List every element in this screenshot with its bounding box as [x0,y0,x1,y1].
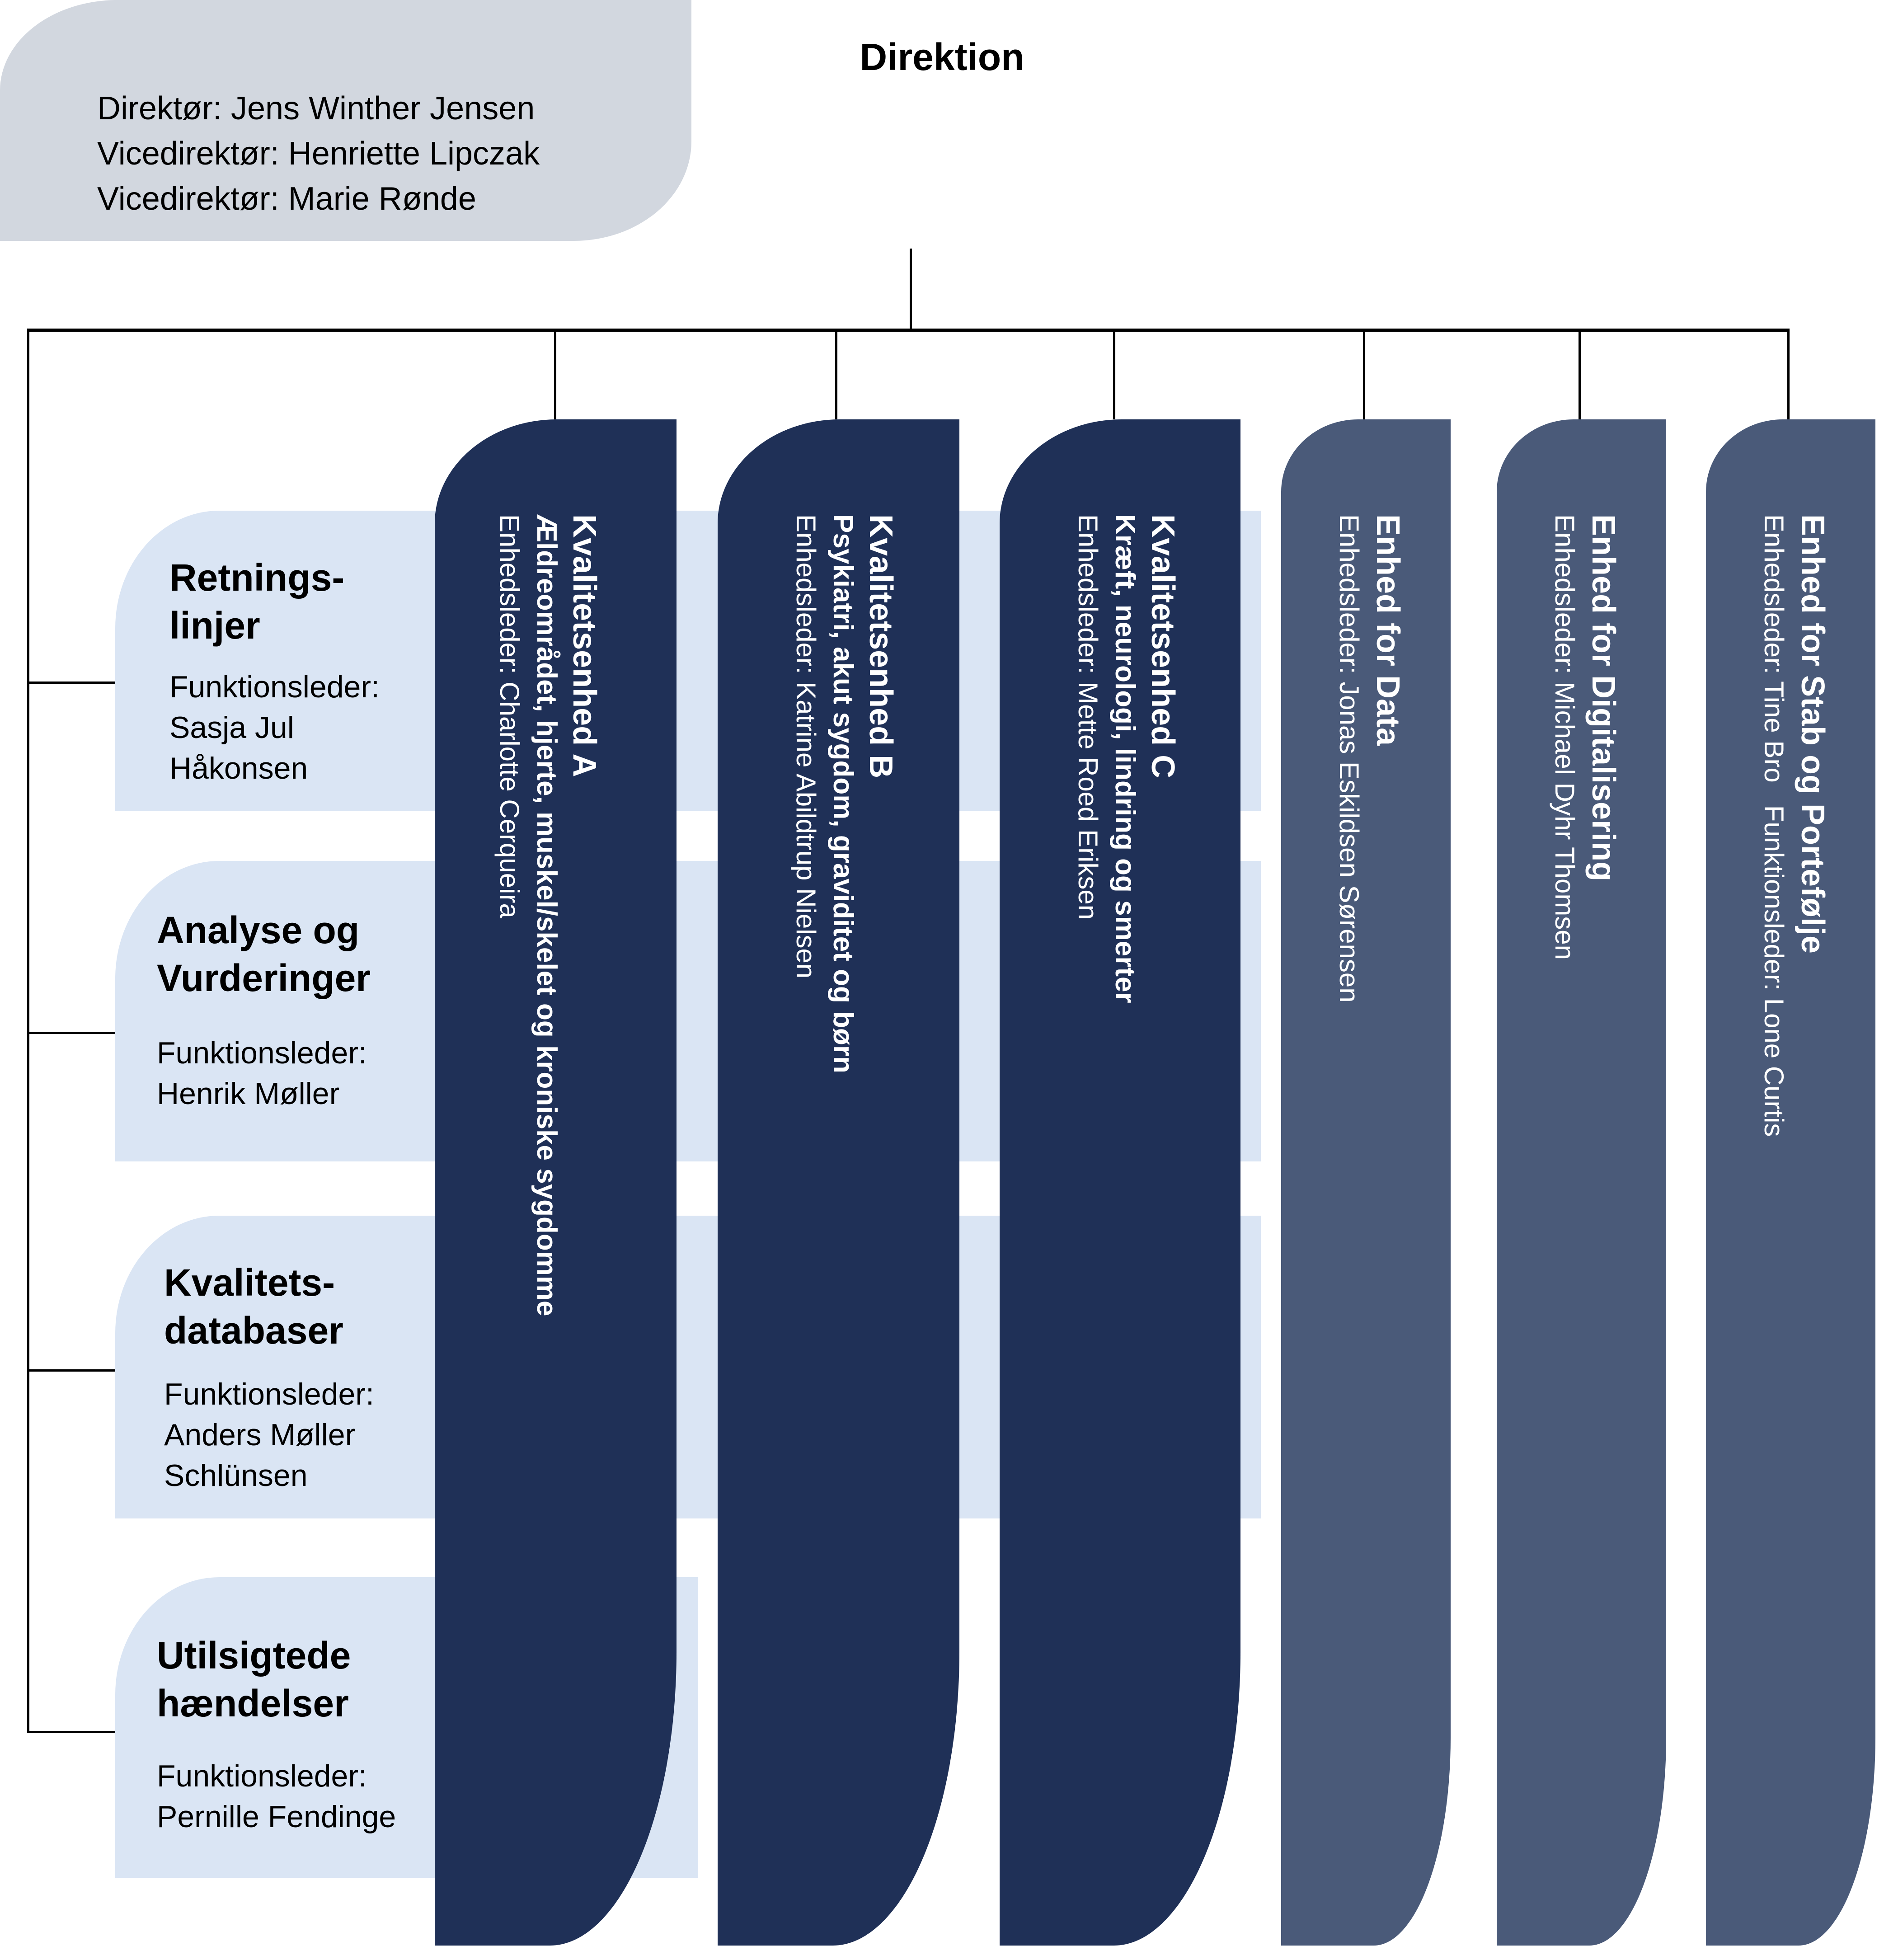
function-leader-line: Funktionsleder: [169,670,380,704]
function-leader-line: Funktionsleder: [164,1377,374,1411]
function-title-line: Vurderinger [157,957,371,999]
function-title-line: databaser [164,1309,343,1352]
unit-title: Enhed for Digitalisering [1585,514,1621,882]
connector-to-function-3 [27,1369,115,1372]
unit-title: Enhed for Data [1370,514,1406,746]
unit-subtitle: Psykiatri, akut sygdom, graviditet og bø… [827,514,859,1073]
function-title: Retnings- linjer [169,554,344,649]
unit-leader: Enhedsleder: Jonas Eskildsen Sørensen [1334,514,1364,1003]
direktion-member: Vicedirektør: Henriette Lipczak [97,136,540,172]
connector-to-unit-stab [1787,330,1790,419]
unit-kvalitetsenhed-b[interactable]: Kvalitetsenhed B Psykiatri, akut sygdom,… [718,419,959,1946]
unit-title: Kvalitetsenhed C [1145,514,1181,779]
unit-title: Kvalitetsenhed A [566,514,602,777]
function-leader-line: Sasja Jul [169,710,294,745]
unit-text: Enhed for Digitalisering Enhedsleder: Mi… [1546,514,1623,1870]
unit-leader: Enhedsleder: Tine Bro Funktionsleder: Lo… [1759,514,1789,1137]
unit-text: Kvalitetsenhed C Kræft, neurologi, lindr… [1069,514,1183,1870]
function-leader: Funktionsleder: Pernille Fendinge [157,1756,396,1837]
function-title-line: Analyse og [157,909,360,951]
direktion-members: Direktør: Jens Winther Jensen Vicedirekt… [97,86,540,221]
function-leader-line: Anders Møller [164,1418,356,1452]
function-title-line: hændelser [157,1682,349,1725]
function-title: Utilsigtede hændelser [157,1631,351,1727]
function-title: Kvalitets- databaser [164,1259,343,1354]
unit-subtitle: Kræft, neurologi, lindring og smerter [1109,514,1141,1003]
function-leader: Funktionsleder: Henrik Møller [157,1033,367,1114]
unit-enhed-for-digitalisering[interactable]: Enhed for Digitalisering Enhedsleder: Mi… [1497,419,1666,1946]
function-title-line: linjer [169,604,260,647]
unit-text: Enhed for Data Enhedsleder: Jonas Eskild… [1330,514,1408,1870]
unit-text: Kvalitetsenhed A Ældreområdet, hjerte, m… [490,514,604,1870]
function-title: Analyse og Vurderinger [157,906,371,1002]
connector-to-unit-b [835,330,837,419]
connector-to-unit-a [554,330,556,419]
function-leader: Funktionsleder: Anders Møller Schlünsen [164,1374,374,1496]
connector-to-function-2 [27,1032,115,1034]
connector-to-unit-digital [1579,330,1581,419]
unit-leader: Enhedsleder: Katrine Abildtrup Nielsen [791,514,821,979]
function-title-line: Kvalitets- [164,1261,335,1304]
unit-enhed-for-stab-og-portefolje[interactable]: Enhed for Stab og Portefølje Enhedsleder… [1706,419,1875,1946]
unit-enhed-for-data[interactable]: Enhed for Data Enhedsleder: Jonas Eskild… [1281,419,1451,1946]
connector-to-function-4 [27,1731,115,1733]
function-leader: Funktionsleder: Sasja Jul Håkonsen [169,667,380,789]
unit-title: Kvalitetsenhed B [863,514,899,779]
unit-text: Kvalitetsenhed B Psykiatri, akut sygdom,… [787,514,901,1870]
connector-left-spine [27,329,29,1733]
function-leader-line: Håkonsen [169,751,308,785]
function-leader-line: Schlünsen [164,1458,308,1493]
function-title-line: Retnings- [169,556,345,599]
unit-leader: Enhedsleder: Mette Roed Eriksen [1073,514,1103,920]
direktion-box[interactable]: Direktion Direktør: Jens Winther Jensen … [0,0,1024,241]
unit-kvalitetsenhed-a[interactable]: Kvalitetsenhed A Ældreområdet, hjerte, m… [435,419,677,1946]
connector-main-bus [27,329,1790,332]
connector-to-unit-c [1113,330,1115,419]
direktion-member: Vicedirektør: Marie Rønde [97,181,476,217]
unit-subtitle: Ældreområdet, hjerte, muskel/skelet og k… [531,514,562,1316]
function-leader-line: Funktionsleder: [157,1759,367,1793]
unit-leader: Enhedsleder: Charlotte Cerqueira [494,514,525,918]
function-leader-line: Pernille Fendinge [157,1800,396,1834]
function-leader-line: Funktionsleder: [157,1036,367,1070]
unit-text: Enhed for Stab og Portefølje Enhedsleder… [1755,514,1832,1870]
unit-leader: Enhedsleder: Michael Dyhr Thomsen [1550,514,1580,960]
unit-kvalitetsenhed-c[interactable]: Kvalitetsenhed C Kræft, neurologi, lindr… [1000,419,1240,1946]
function-title-line: Utilsigtede [157,1634,351,1677]
direktion-member: Direktør: Jens Winther Jensen [97,90,535,127]
connector-to-function-1 [27,682,115,684]
direktion-title: Direktion [860,36,1024,78]
unit-title: Enhed for Stab og Portefølje [1795,514,1831,954]
connector-direktion-down [910,249,912,331]
function-leader-line: Henrik Møller [157,1076,340,1111]
connector-to-unit-data [1363,330,1365,419]
